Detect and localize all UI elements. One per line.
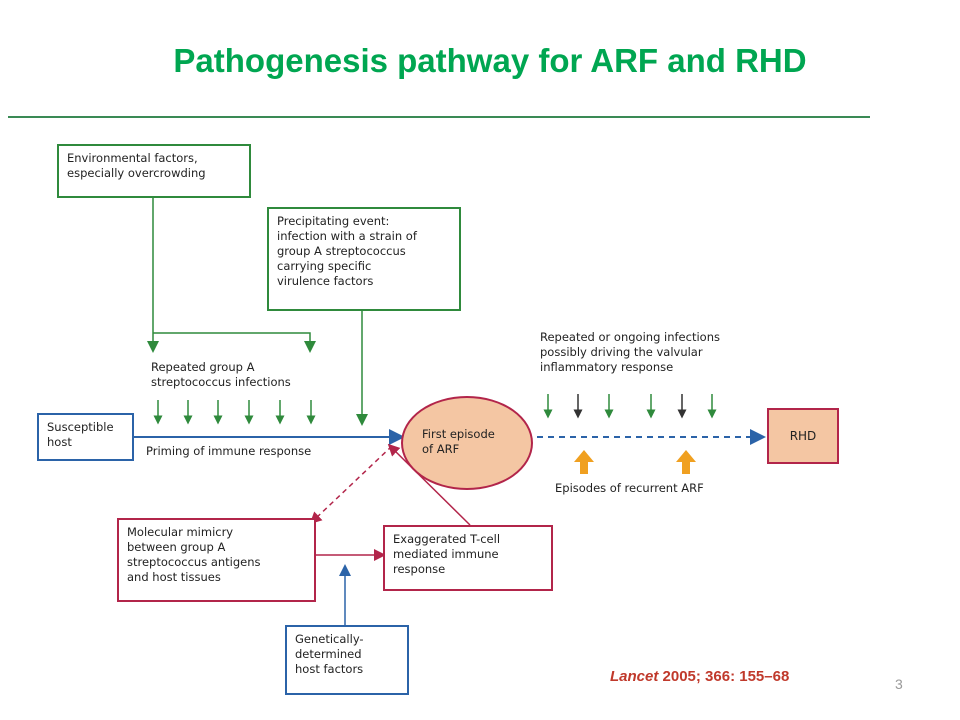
recurrent-arf-label: Episodes of recurrent ARF	[555, 481, 704, 495]
page-title: Pathogenesis pathway for ARF and RHD	[173, 42, 807, 79]
page-number: 3	[895, 676, 903, 692]
priming-label: Priming of immune response	[146, 444, 312, 458]
exaggerated-response-box: Exaggerated T-cell mediated immune respo…	[383, 525, 553, 591]
environmental-factors-box: Environmental factors, especially overcr…	[57, 144, 251, 198]
environmental-connector	[147, 198, 316, 353]
precipitating-event-box: Precipitating event: infection with a st…	[267, 207, 461, 311]
citation: Lancet 2005; 366: 155–68	[610, 668, 789, 685]
molecular-mimicry-box: Molecular mimicry between group A strept…	[117, 518, 316, 602]
genetic-factors-box: Genetically- determined host factors	[285, 625, 409, 695]
citation-details: 2005; 366: 155–68	[658, 668, 790, 685]
first-episode-label: First episode of ARF	[422, 427, 495, 456]
first-episode-node	[401, 396, 533, 490]
recurrent-arf-arrows	[574, 450, 696, 474]
susceptible-host-box: Susceptible host	[37, 413, 134, 461]
mimicry-dashed-arrow	[309, 445, 393, 525]
rhd-box: RHD	[767, 408, 839, 464]
repeated-infection-arrows	[153, 400, 316, 425]
repeated-group-a-label: Repeated group A streptococcus infection…	[151, 360, 291, 389]
repeated-ongoing-label: Repeated or ongoing infections possibly …	[540, 330, 720, 374]
title-divider	[8, 116, 870, 118]
citation-journal: Lancet	[610, 668, 659, 685]
ongoing-infection-arrows	[543, 394, 717, 419]
